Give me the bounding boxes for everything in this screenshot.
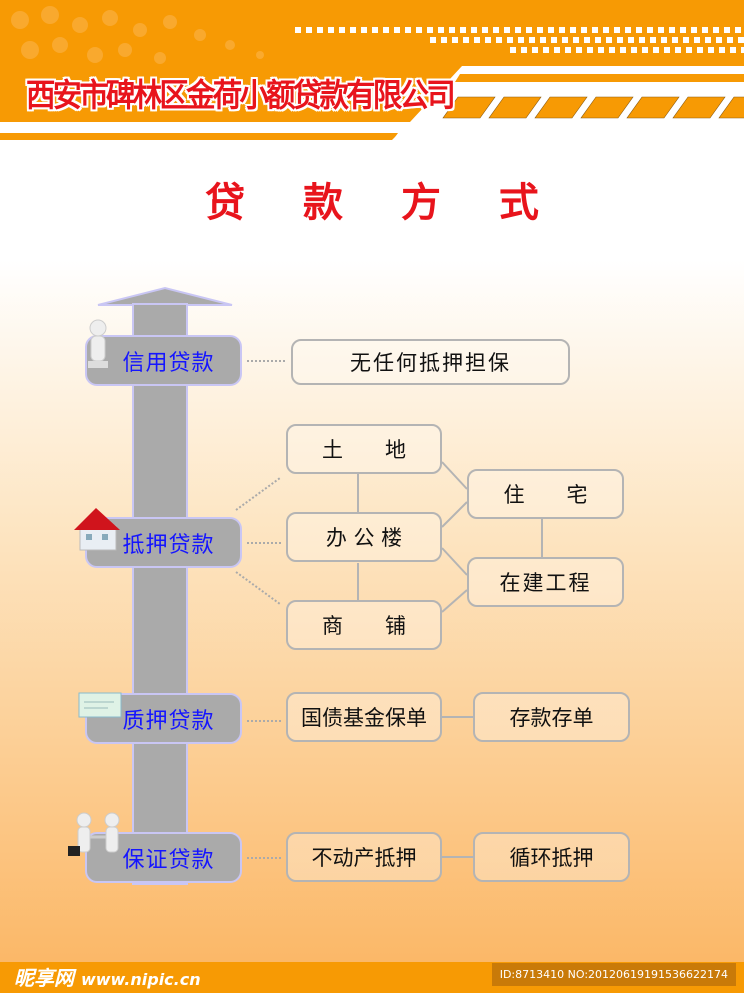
category-label: 信用贷款 [122, 350, 215, 376]
page-title: 贷 款 方 式 [205, 179, 561, 226]
box-residence: 住 宅 [467, 469, 624, 519]
house-icon [74, 508, 120, 551]
certificate-icon [78, 692, 122, 718]
box-construction-project: 在建工程 [467, 557, 624, 607]
box-shop: 商 铺 [286, 600, 442, 650]
arrow-shaft [132, 303, 188, 885]
handshake-icon [68, 812, 120, 856]
box-revolving-mortgage: 循环抵押 [473, 832, 630, 882]
logo-site: www.nipic.cn [80, 970, 201, 989]
arrow-head [97, 286, 233, 306]
category-credit-loan: 信用贷款 [85, 335, 242, 386]
box-real-estate-mortgage: 不动产抵押 [286, 832, 442, 882]
watermark-logo: 昵享网 www.nipic.cn [14, 962, 201, 991]
logo-text: 昵享网 [14, 966, 74, 990]
dotted-arrow [235, 571, 281, 605]
company-name: 西安市碑林区金荷小额贷款有限公司 [26, 76, 456, 114]
category-label: 保证贷款 [122, 847, 215, 873]
box-no-collateral: 无任何抵押担保 [291, 339, 570, 385]
box-bond-fund-policy: 国债基金保单 [286, 692, 442, 742]
banner-graphic [0, 0, 744, 140]
category-label: 质押贷款 [122, 708, 215, 734]
dotted-arrow [235, 477, 281, 511]
header-banner [0, 0, 744, 140]
box-deposit-certificate: 存款存单 [473, 692, 630, 742]
image-id: ID:8713410 NO:20120619191536622174 [491, 963, 736, 986]
category-label: 抵押贷款 [122, 532, 215, 558]
person-icon [88, 319, 108, 368]
box-land: 土 地 [286, 424, 442, 474]
box-office-building: 办 公 楼 [286, 512, 442, 562]
